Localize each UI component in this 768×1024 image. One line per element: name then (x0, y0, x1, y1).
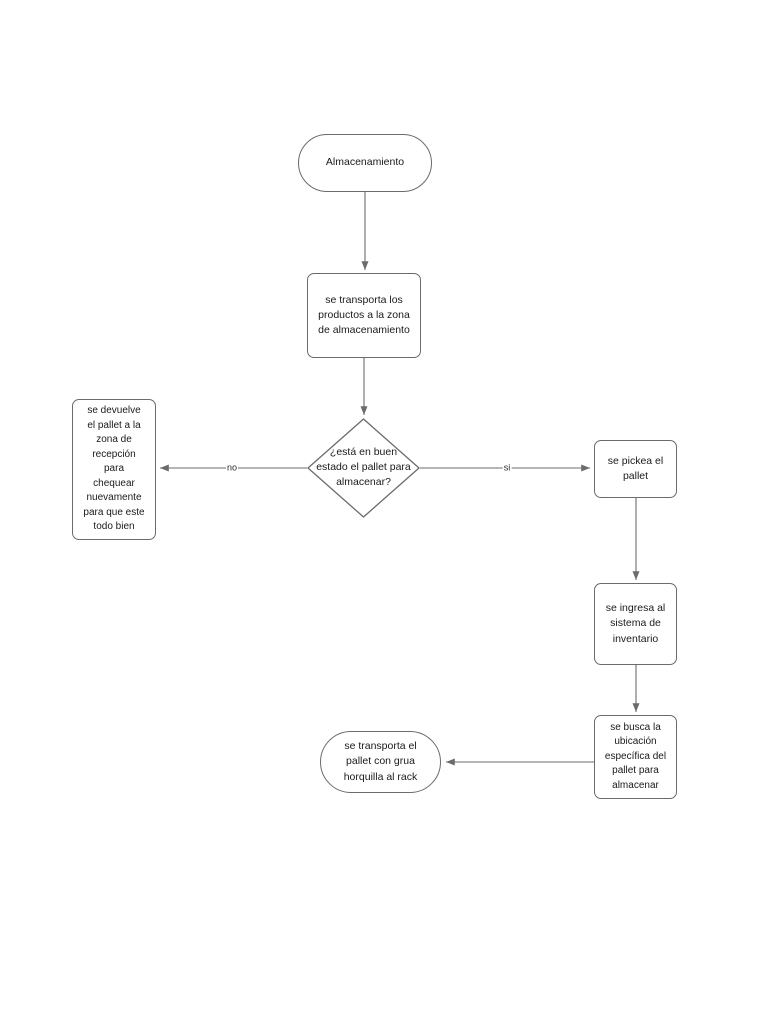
node-devuelve-pallet[interactable]: se devuelve el pallet a la zona de recep… (72, 399, 156, 540)
node-transporta-zona-label: se transporta los productos a la zona de… (318, 293, 410, 337)
node-pickea-pallet[interactable]: se pickea el pallet (594, 440, 677, 498)
node-start-almacenamiento[interactable]: Almacenamiento (298, 134, 432, 192)
node-decision-estado-pallet[interactable]: ¿está en buen estado el pallet para alma… (307, 418, 420, 518)
node-decision-label: ¿está en buen estado el pallet para alma… (316, 446, 411, 489)
edge-label-si: si (502, 462, 512, 473)
node-start-label: Almacenamiento (325, 156, 405, 169)
diamond-shape (307, 418, 420, 518)
node-pickea-pallet-label: se pickea el pallet (607, 454, 664, 482)
node-ingresa-sistema-label: se ingresa al sistema de inventario (605, 602, 666, 645)
node-transporta-rack[interactable]: se transporta el pallet con grua horquil… (320, 731, 441, 793)
node-transporta-rack-label: se transporta el pallet con grua horquil… (343, 740, 418, 783)
node-ingresa-sistema[interactable]: se ingresa al sistema de inventario (594, 583, 677, 665)
node-busca-ubicacion[interactable]: se busca la ubicación específica del pal… (594, 715, 677, 799)
edge-label-no: no (225, 462, 239, 473)
node-busca-ubicacion-label: se busca la ubicación específica del pal… (604, 721, 667, 791)
node-devuelve-pallet-label: se devuelve el pallet a la zona de recep… (83, 405, 145, 533)
node-transporta-zona[interactable]: se transporta los productos a la zona de… (307, 273, 421, 358)
